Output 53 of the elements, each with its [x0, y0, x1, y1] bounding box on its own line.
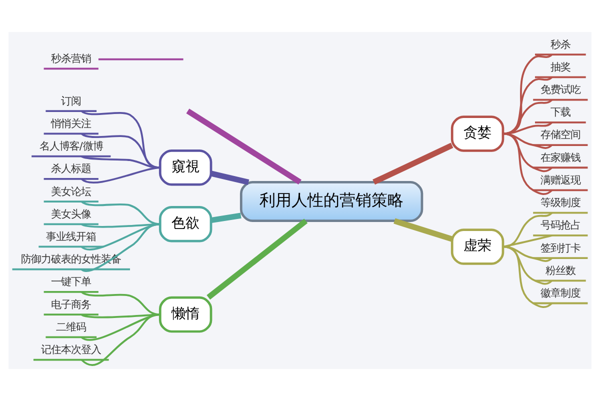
node-text: 抽奖 [550, 60, 570, 73]
node-text: 一键下单 [51, 276, 92, 288]
connector [81, 222, 160, 228]
node-text: 名人博客/微博 [39, 140, 103, 152]
node-text: 美女头像 [51, 208, 92, 220]
connector [394, 218, 453, 242]
connector [81, 222, 160, 272]
connector [80, 313, 160, 366]
node-text: 签到打卡 [540, 242, 580, 254]
node-text: 等级制度 [540, 196, 580, 209]
node-text: 秒杀营销 [51, 52, 92, 64]
node-text: 粉丝数 [545, 264, 576, 276]
connector [80, 110, 160, 168]
node-text: 秒杀 [550, 38, 570, 50]
node-text: 免费试吃 [540, 84, 580, 96]
connector [206, 218, 308, 300]
connector [502, 234, 552, 248]
connector [502, 132, 553, 194]
node-text: 存储空间 [540, 128, 580, 141]
connector [502, 132, 553, 172]
node-text: 订阅 [61, 94, 82, 107]
node-box: 懒惰 [158, 296, 212, 332]
node-text: 记住本次登入 [41, 343, 102, 356]
node-text: 满赠返现 [540, 174, 580, 186]
node-box: 色欲 [158, 206, 212, 242]
node-text: 杀人标题 [51, 162, 92, 175]
connector [502, 245, 553, 308]
connector [81, 222, 160, 250]
node-text: 在家赚钱 [540, 151, 580, 164]
node-text: 电子商务 [51, 298, 92, 310]
connector [210, 212, 242, 223]
connector [81, 166, 160, 183]
node-text: 美女论坛 [51, 185, 92, 198]
connector [210, 170, 250, 184]
connector [81, 154, 160, 168]
node-box: 贪婪 [450, 115, 504, 152]
connector [372, 142, 454, 184]
node-box: 窺視 [158, 149, 212, 186]
connector [80, 132, 160, 168]
node-text: 下载 [550, 106, 570, 118]
connector [80, 200, 160, 225]
connector [186, 108, 302, 184]
node-text: 二维码 [56, 320, 86, 333]
node-box: 利用人性的营销策略 [240, 180, 424, 222]
node-text: 徽章制度 [540, 286, 580, 299]
connector [98, 58, 184, 60]
connector [81, 313, 160, 318]
node-box: 虚荣 [450, 228, 504, 264]
connector [81, 313, 160, 340]
node-text: 号码抢占 [540, 219, 580, 232]
connector [502, 212, 553, 248]
node-text: 事业线开箱 [46, 230, 96, 242]
node-text: 悄悄关注 [51, 117, 92, 130]
